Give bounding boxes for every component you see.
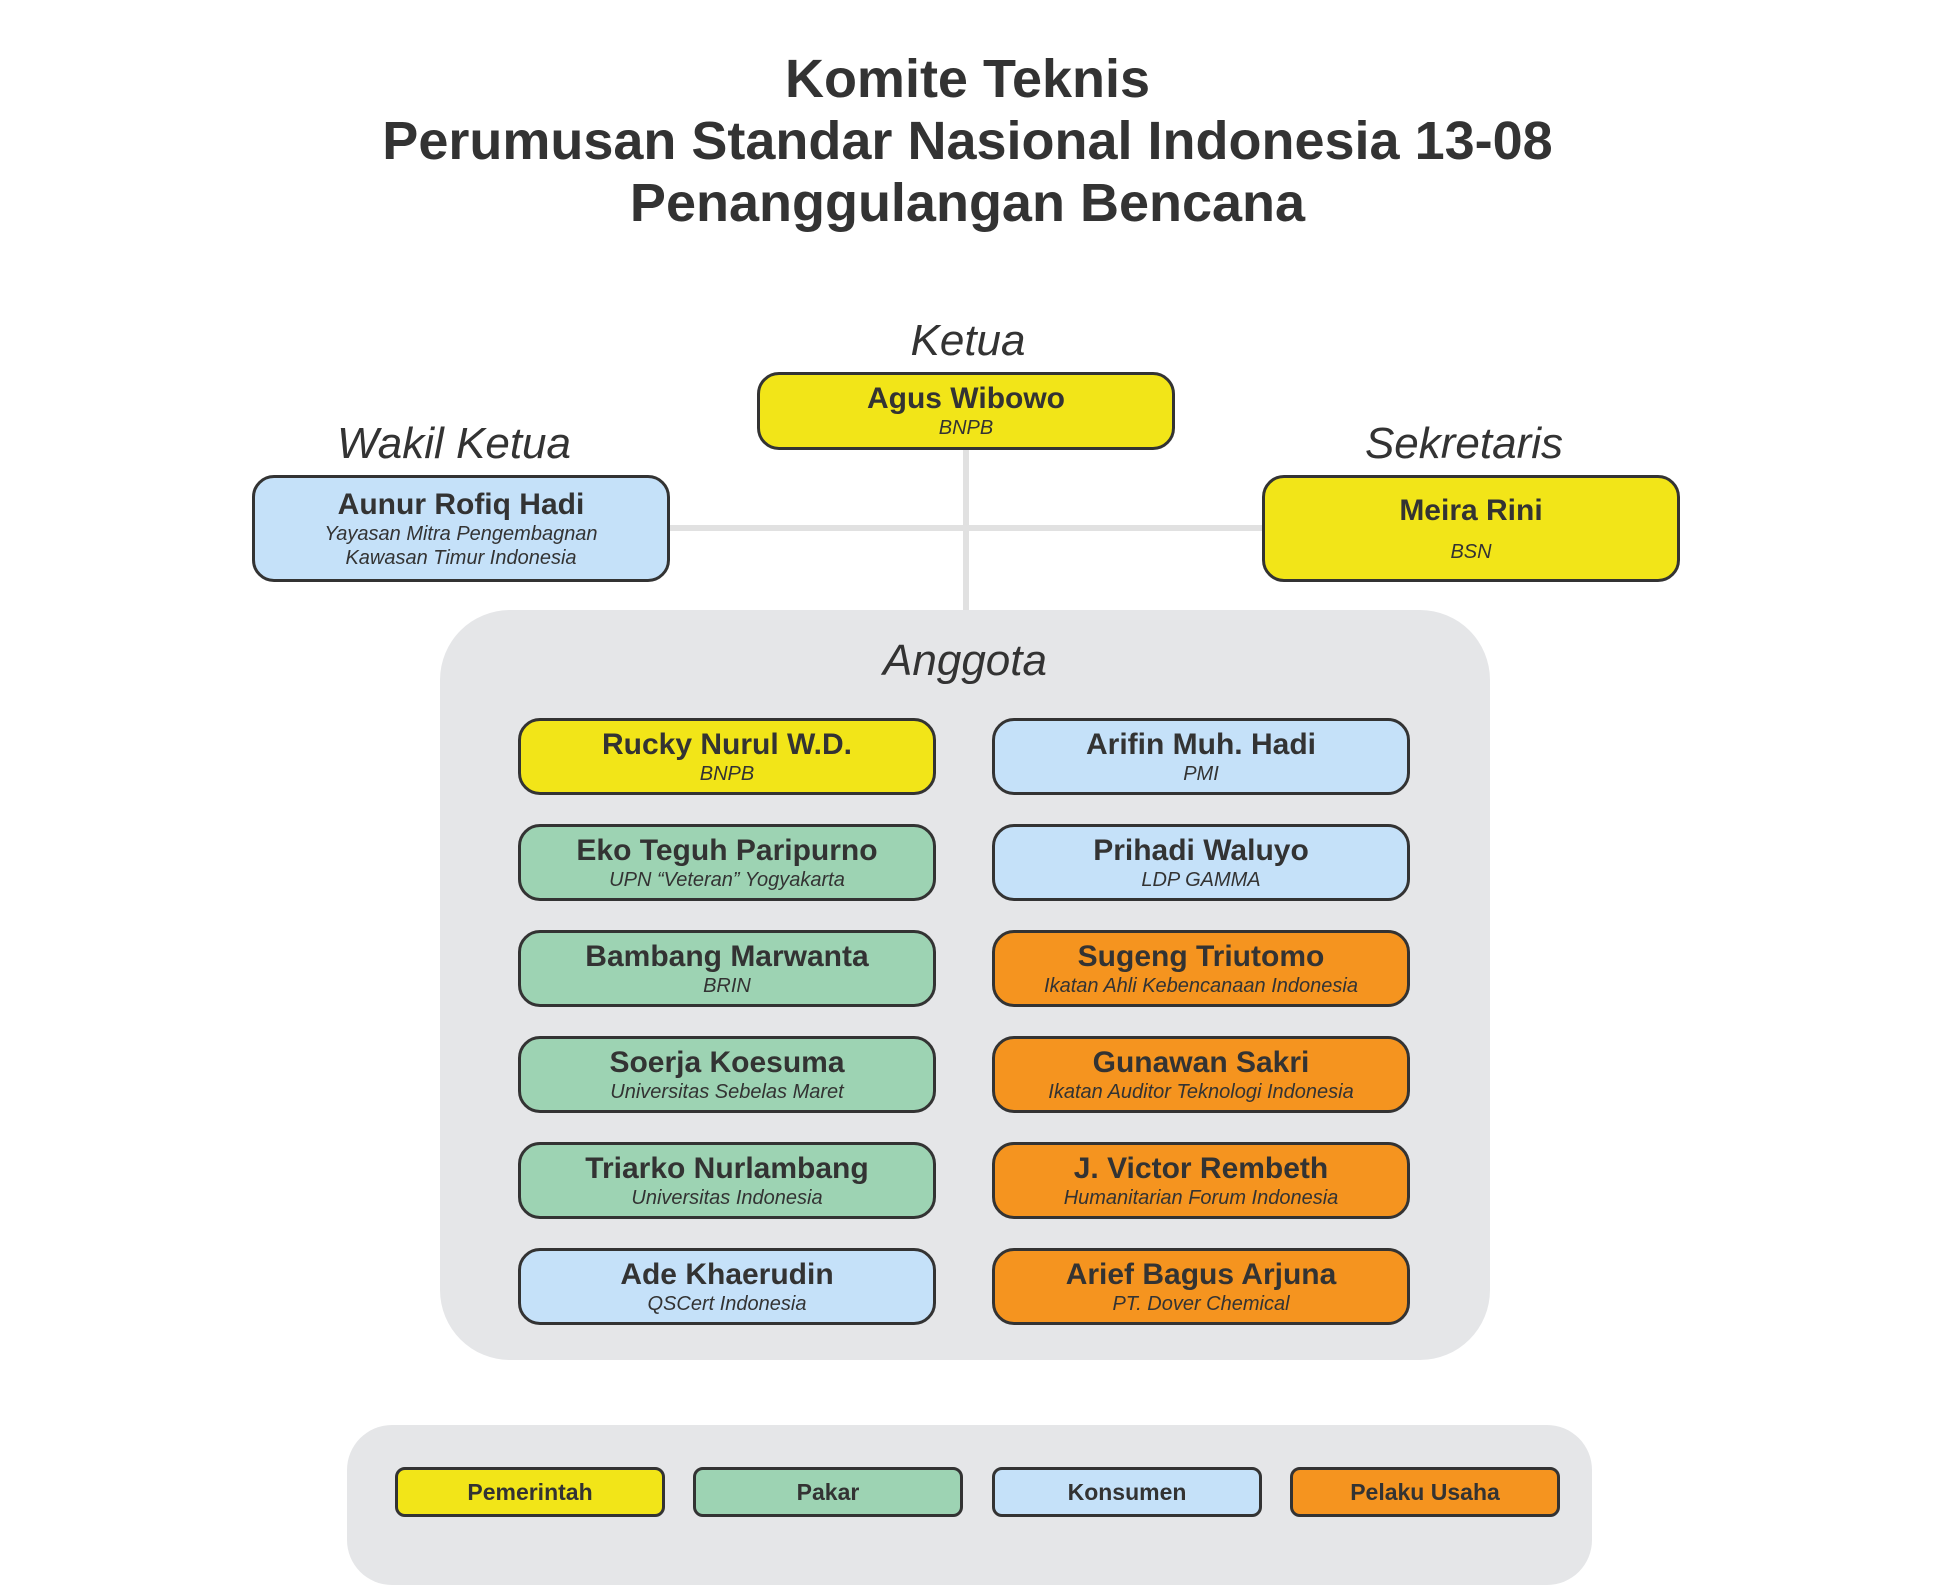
node-org-line-2: Kawasan Timur Indonesia xyxy=(345,546,577,569)
member-org: Universitas Indonesia xyxy=(631,1186,823,1209)
role-label-chair: Ketua xyxy=(910,316,1026,365)
member-org: Universitas Sebelas Maret xyxy=(610,1080,844,1103)
legend-item: Pelaku Usaha xyxy=(1290,1467,1560,1517)
role-label-secretary: Sekretaris xyxy=(1364,419,1564,468)
member-name: Bambang Marwanta xyxy=(585,939,869,973)
legend-item: Pakar xyxy=(693,1467,963,1517)
member-org: PT. Dover Chemical xyxy=(1112,1292,1290,1315)
member-name: Triarko Nurlambang xyxy=(585,1151,869,1185)
connector-horizontal xyxy=(668,525,1264,531)
member-org: LDP GAMMA xyxy=(1141,868,1261,891)
node-secretary[interactable]: Meira Rini BSN xyxy=(1262,475,1680,582)
role-label-vice-chair: Wakil Ketua xyxy=(337,419,571,468)
member-card[interactable]: Rucky Nurul W.D.BNPB xyxy=(518,718,936,795)
node-org-line-1: Yayasan Mitra Pengembagnan xyxy=(324,522,598,545)
member-name: Arief Bagus Arjuna xyxy=(1065,1257,1337,1291)
member-name: Prihadi Waluyo xyxy=(1093,833,1309,867)
member-org: PMI xyxy=(1183,762,1219,785)
title-line-2: Perumusan Standar Nasional Indonesia 13-… xyxy=(382,111,1553,171)
legend-item: Konsumen xyxy=(992,1467,1262,1517)
member-org: BNPB xyxy=(699,762,755,785)
member-name: Soerja Koesuma xyxy=(609,1045,845,1079)
member-name: J. Victor Rembeth xyxy=(1073,1151,1329,1185)
member-name: Arifin Muh. Hadi xyxy=(1086,727,1316,761)
node-name: Agus Wibowo xyxy=(866,382,1066,415)
node-name: Meira Rini xyxy=(1399,493,1543,527)
member-org: Ikatan Auditor Teknologi Indonesia xyxy=(1048,1080,1354,1103)
node-org: BNPB xyxy=(938,417,994,439)
connector-vertical xyxy=(963,450,969,612)
member-name: Rucky Nurul W.D. xyxy=(601,727,853,761)
member-org: BRIN xyxy=(703,974,751,997)
title-line-1: Komite Teknis xyxy=(784,49,1151,109)
member-org: UPN “Veteran” Yogyakarta xyxy=(609,868,845,891)
member-org: Humanitarian Forum Indonesia xyxy=(1063,1186,1339,1209)
member-name: Gunawan Sakri xyxy=(1092,1045,1310,1079)
page-title: Komite Teknis Perumusan Standar Nasional… xyxy=(0,48,1935,234)
legend-item: Pemerintah xyxy=(395,1467,665,1517)
node-chair[interactable]: Agus Wibowo BNPB xyxy=(757,372,1175,450)
node-name: Aunur Rofiq Hadi xyxy=(337,487,585,521)
node-vice-chair[interactable]: Aunur Rofiq Hadi Yayasan Mitra Pengembag… xyxy=(252,475,670,582)
member-org: QSCert Indonesia xyxy=(647,1292,807,1315)
member-name: Sugeng Triutomo xyxy=(1077,939,1325,973)
member-org: Ikatan Ahli Kebencanaan Indonesia xyxy=(1044,974,1358,997)
member-name: Eko Teguh Paripurno xyxy=(576,833,878,867)
members-label: Anggota xyxy=(883,636,1047,685)
title-line-3: Penanggulangan Bencana xyxy=(629,173,1306,233)
member-name: Ade Khaerudin xyxy=(620,1257,834,1291)
node-org: BSN xyxy=(1450,540,1492,563)
